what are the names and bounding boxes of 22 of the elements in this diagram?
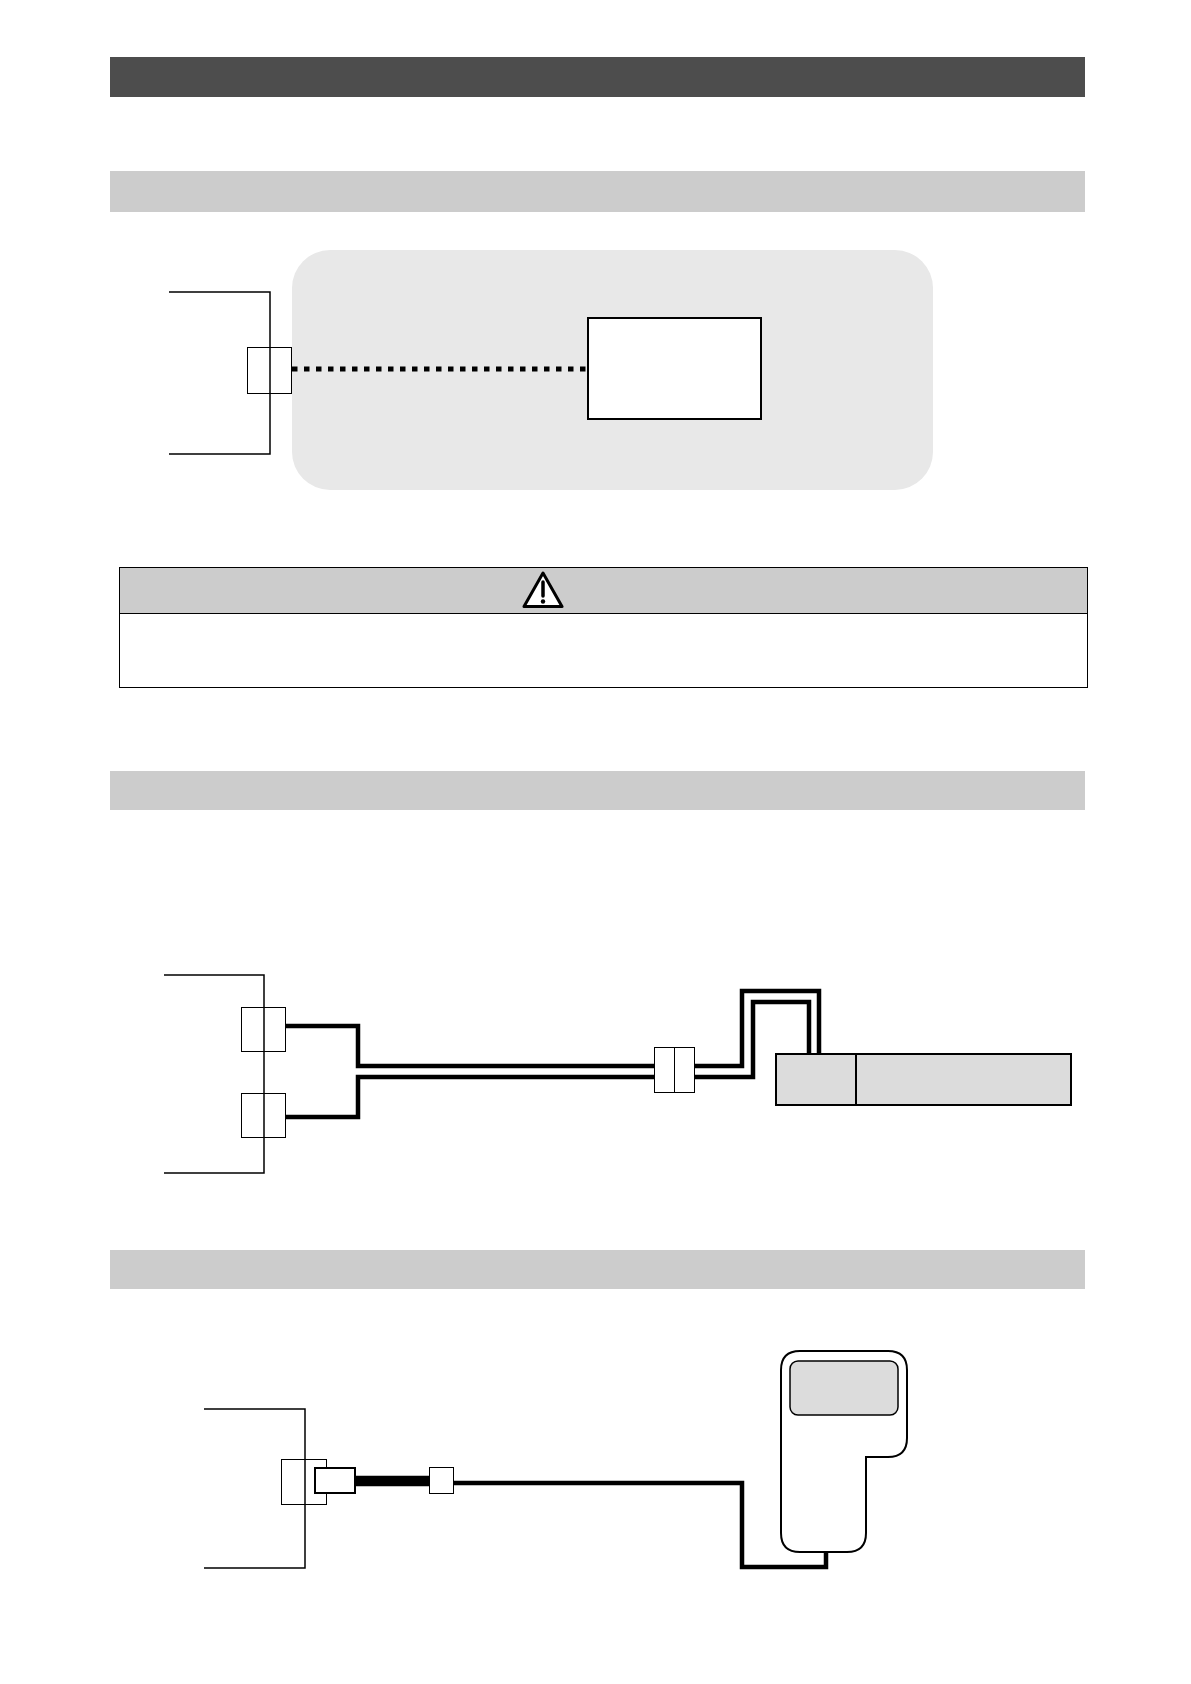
- dotted-line: [292, 366, 587, 372]
- cable: [695, 999, 812, 1080]
- cable: [356, 1475, 429, 1487]
- cable: [286, 1023, 654, 1069]
- section-header-bar: [110, 1250, 1085, 1289]
- rounded-panel: [292, 250, 933, 490]
- section-header-bar: [110, 171, 1085, 212]
- title-bar: [110, 57, 1085, 97]
- unit-box: [587, 317, 762, 420]
- handheld-device: [780, 1350, 908, 1553]
- connector-box: [429, 1467, 454, 1494]
- cable: [454, 1480, 829, 1570]
- unit-box: [775, 1053, 857, 1106]
- cable: [286, 1074, 654, 1120]
- plug-box: [314, 1467, 356, 1494]
- connector-box: [241, 1093, 286, 1138]
- connector-box: [241, 1007, 286, 1052]
- inline-connector: [654, 1047, 695, 1093]
- unit-box: [855, 1053, 1072, 1106]
- cable: [695, 988, 822, 1069]
- section-header-bar: [110, 771, 1085, 810]
- connector-box: [247, 347, 292, 394]
